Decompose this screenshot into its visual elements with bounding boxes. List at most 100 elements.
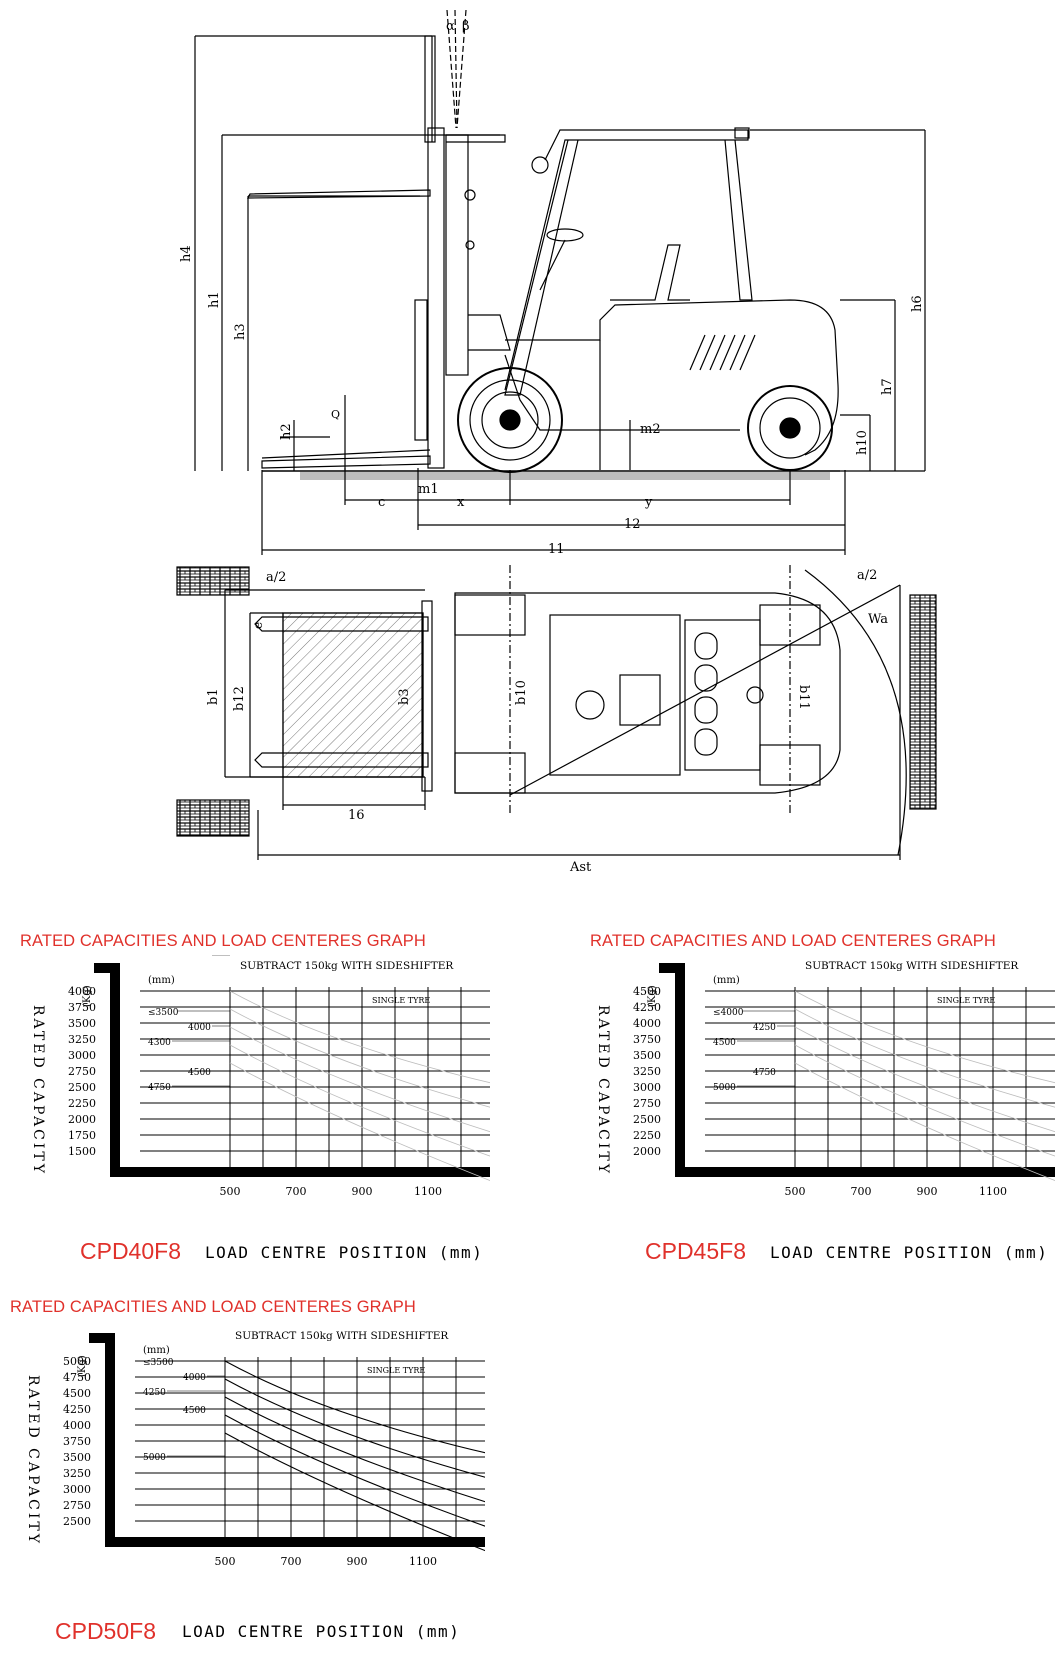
x-tick-label: 700 bbox=[281, 1555, 302, 1568]
x-tick-label: 900 bbox=[347, 1555, 368, 1568]
x-tick-label: 900 bbox=[352, 1185, 373, 1198]
unit-mm: (mm) bbox=[148, 975, 175, 986]
graph-1-title: RATED CAPACITIES AND LOAD CENTERES GRAPH bbox=[20, 932, 426, 950]
dim-l1: 11 bbox=[548, 542, 565, 557]
dim-b3: b3 bbox=[397, 688, 412, 705]
wall-right bbox=[909, 594, 937, 810]
wall-left-bottom bbox=[176, 799, 250, 837]
dim-beta: β bbox=[462, 19, 470, 34]
dim-wa: Wa bbox=[868, 612, 888, 627]
graph-3-model: CPD50F8 bbox=[55, 1618, 156, 1644]
dim-b12: b12 bbox=[232, 686, 247, 711]
capacity-curve bbox=[229, 1062, 490, 1181]
height-label: 5000 bbox=[188, 955, 211, 958]
x-tick-label: 500 bbox=[215, 1555, 236, 1568]
dim-l6: 16 bbox=[348, 808, 365, 823]
x-tick-label: 500 bbox=[220, 1185, 241, 1198]
y-tick-label: 4000 bbox=[633, 1017, 661, 1030]
y-tick-label: 2000 bbox=[633, 1145, 661, 1158]
graph-2-model: CPD45F8 bbox=[645, 1238, 746, 1264]
y-tick-label: 3000 bbox=[68, 1049, 96, 1062]
y-tick-label: 4500 bbox=[63, 1387, 91, 1400]
dim-l2: 12 bbox=[624, 517, 641, 532]
y-tick-label: 2750 bbox=[68, 1065, 96, 1078]
unit-kg: (Kg) bbox=[82, 985, 93, 1007]
height-label: ≤3500 bbox=[143, 1358, 174, 1368]
height-label: ≤4000 bbox=[713, 1008, 744, 1018]
dim-x: x bbox=[457, 495, 465, 510]
height-label: 4750 bbox=[148, 1083, 171, 1093]
height-label: 4500 bbox=[188, 1068, 211, 1078]
y-tick-label: 4000 bbox=[63, 1419, 91, 1432]
y-tick-label: 2500 bbox=[633, 1113, 661, 1126]
tyre-label: SINGLE TYRE bbox=[367, 1366, 425, 1375]
forklift-top-view: a/2 a/2 e b1 b12 b3 b10 b11 16 Wa Ast bbox=[176, 565, 937, 875]
capacity-curve bbox=[224, 1378, 485, 1478]
unit-kg: (Kg) bbox=[77, 1355, 88, 1377]
dim-h7: h7 bbox=[880, 378, 895, 395]
height-label: 4500 bbox=[183, 1406, 206, 1416]
capacity-curve bbox=[229, 990, 490, 1084]
forklift-side-view: α β h4 h1 h3 h2 Q m2 m1 c x y 12 11 h6 h… bbox=[179, 9, 926, 557]
y-tick-label: 3750 bbox=[633, 1033, 661, 1046]
y-tick-label: 3750 bbox=[63, 1435, 91, 1448]
pallet-load bbox=[282, 612, 424, 778]
height-label: 4250 bbox=[753, 1023, 776, 1033]
subtitle: SUBTRACT 150kg WITH SIDESHIFTER bbox=[235, 1330, 449, 1342]
dim-h2: h2 bbox=[279, 423, 294, 440]
y-tick-label: 3500 bbox=[633, 1049, 661, 1062]
dim-q: Q bbox=[331, 408, 340, 421]
y-tick-label: 4250 bbox=[633, 1001, 661, 1014]
capacity-curve bbox=[794, 1008, 1055, 1108]
y-tick-label: 1500 bbox=[68, 1145, 96, 1158]
dim-m2: m2 bbox=[640, 422, 661, 437]
x-tick-label: 1100 bbox=[414, 1185, 442, 1198]
y-tick-label: 3000 bbox=[63, 1483, 91, 1496]
y-tick-label: 2000 bbox=[68, 1113, 96, 1126]
graph-3: 5000475045004250400037503500325030002750… bbox=[25, 1330, 485, 1568]
x-tick-label: 900 bbox=[917, 1185, 938, 1198]
height-label: 4750 bbox=[753, 1068, 776, 1078]
y-tick-label: 2750 bbox=[633, 1097, 661, 1110]
graph-1-xlabel: LOAD CENTRE POSITION (mm) bbox=[205, 1243, 484, 1262]
height-label: 4000 bbox=[183, 1373, 206, 1383]
y-tick-label: 3250 bbox=[63, 1467, 91, 1480]
ground-hatch bbox=[300, 472, 830, 480]
y-tick-label: 2250 bbox=[633, 1129, 661, 1142]
x-tick-label: 500 bbox=[785, 1185, 806, 1198]
axis-bracket bbox=[659, 963, 1055, 1177]
capacity-curve bbox=[794, 1026, 1055, 1133]
y-tick-label: 3250 bbox=[633, 1065, 661, 1078]
graph-3-xlabel: LOAD CENTRE POSITION (mm) bbox=[182, 1622, 461, 1641]
capacity-curve bbox=[229, 1044, 490, 1157]
dim-a2-right: a/2 bbox=[857, 568, 877, 583]
capacity-curve bbox=[794, 990, 1055, 1084]
y-tick-label: 2250 bbox=[68, 1097, 96, 1110]
y-axis-label: RATED CAPACITY bbox=[30, 1005, 46, 1176]
height-label: 4500 bbox=[713, 1038, 736, 1048]
y-tick-label: 3500 bbox=[63, 1451, 91, 1464]
y-axis-label: RATED CAPACITY bbox=[595, 1005, 611, 1176]
graph-2-title: RATED CAPACITIES AND LOAD CENTERES GRAPH bbox=[590, 932, 996, 950]
graph-3-title: RATED CAPACITIES AND LOAD CENTERES GRAPH bbox=[10, 1298, 416, 1316]
height-label: 4250 bbox=[143, 1388, 166, 1398]
capacity-curve bbox=[229, 1026, 490, 1133]
y-tick-label: 3000 bbox=[633, 1081, 661, 1094]
capacity-curve bbox=[229, 1008, 490, 1108]
y-tick-label: 4250 bbox=[63, 1403, 91, 1416]
height-label: 5000 bbox=[143, 1453, 166, 1463]
dim-b10: b10 bbox=[514, 680, 529, 705]
dim-ast: Ast bbox=[569, 860, 592, 875]
x-tick-label: 700 bbox=[286, 1185, 307, 1198]
height-label: 4000 bbox=[188, 1023, 211, 1033]
subtitle: SUBTRACT 150kg WITH SIDESHIFTER bbox=[240, 960, 454, 972]
graph-1: 4000375035003250300027502500225020001750… bbox=[30, 955, 490, 1198]
unit-kg: (Kg) bbox=[647, 985, 658, 1007]
capacity-curve bbox=[224, 1360, 485, 1454]
subtitle: SUBTRACT 150kg WITH SIDESHIFTER bbox=[805, 960, 1019, 972]
dim-h4: h4 bbox=[179, 245, 194, 262]
y-tick-label: 4750 bbox=[63, 1371, 91, 1384]
dim-b11: b11 bbox=[796, 685, 811, 710]
dim-h3: h3 bbox=[233, 323, 248, 340]
height-label: 5000 bbox=[713, 1083, 736, 1093]
